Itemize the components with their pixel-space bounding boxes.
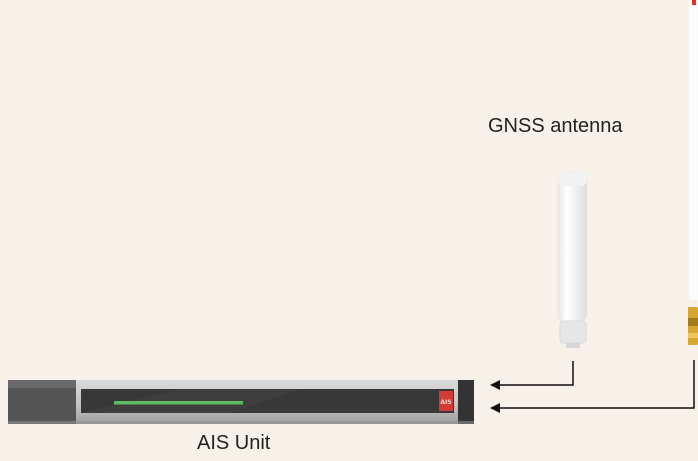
gnss-antenna-icon [557,171,588,348]
gnss-to-ais-cable [490,361,574,390]
ais-unit-label: AIS Unit [197,432,271,454]
gnss-antenna-label: GNSS antenna [488,115,623,137]
ais-unit-icon: AIS [8,380,474,424]
vhf-to-ais-cable [490,360,695,413]
vhf-antenna-icon [688,0,698,345]
svg-text:AIS: AIS [440,399,451,406]
